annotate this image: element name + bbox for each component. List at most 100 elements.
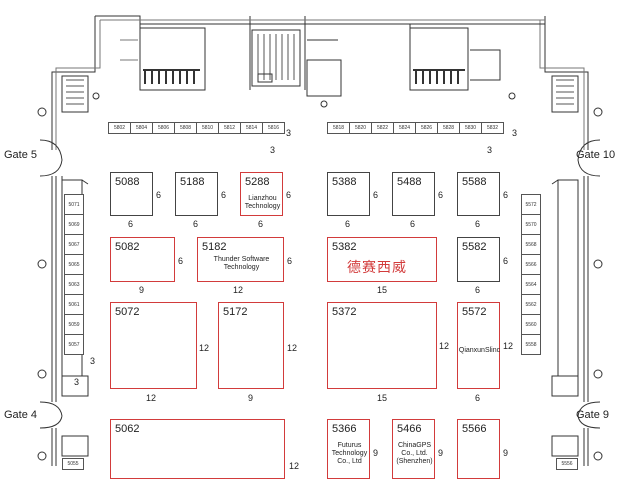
small-booth[interactable]: 5810 xyxy=(196,122,219,134)
booth-number: 5088 xyxy=(115,176,140,188)
small-booth[interactable]: 5059 xyxy=(64,314,84,335)
dim-label: 6 xyxy=(286,190,292,200)
dim-label: 6 xyxy=(193,219,199,229)
booth-5466[interactable]: 5466 ChinaGPS Co., Ltd. (Shenzhen) xyxy=(392,419,435,479)
small-booth[interactable]: 5067 xyxy=(64,234,84,255)
booth-number: 5072 xyxy=(115,306,140,318)
booth-5572[interactable]: 5572 QianxunSlinc xyxy=(457,302,500,389)
booth-number: 5566 xyxy=(462,423,487,435)
small-booth[interactable]: 5564 xyxy=(521,274,541,295)
small-booth[interactable]: 5556 xyxy=(556,458,578,470)
dim-label: 3 xyxy=(286,128,292,138)
small-booth[interactable]: 5832 xyxy=(481,122,504,134)
booth-5288[interactable]: 5288 Lianzhou Technology xyxy=(240,172,283,216)
booth-5088[interactable]: 5088 xyxy=(110,172,153,216)
booth-5388[interactable]: 5388 xyxy=(327,172,370,216)
dim-label: 12 xyxy=(146,393,157,403)
booth-5566[interactable]: 5566 xyxy=(457,419,500,479)
small-booth[interactable]: 5822 xyxy=(371,122,394,134)
booth-number: 5572 xyxy=(462,306,487,318)
small-booth[interactable]: 5570 xyxy=(521,214,541,235)
booth-number: 5288 xyxy=(245,176,270,188)
dim-label: 6 xyxy=(410,219,416,229)
booth-5366[interactable]: 5366 Futurus Technology Co., Ltd xyxy=(327,419,370,479)
small-booth[interactable]: 5816 xyxy=(262,122,285,134)
small-booth[interactable]: 5830 xyxy=(459,122,482,134)
dim-label: 9 xyxy=(139,285,145,295)
exhibitor-name: Lianzhou Technology xyxy=(244,195,281,211)
small-booth[interactable]: 5804 xyxy=(130,122,153,134)
dim-label: 6 xyxy=(475,285,481,295)
dim-label: 6 xyxy=(345,219,351,229)
booth-5172[interactable]: 5172 xyxy=(218,302,284,389)
small-booth[interactable]: 5071 xyxy=(64,194,84,215)
small-booth[interactable]: 5568 xyxy=(521,234,541,255)
small-booth[interactable]: 5562 xyxy=(521,294,541,315)
small-booth[interactable]: 5566 xyxy=(521,254,541,275)
small-booth[interactable]: 5572 xyxy=(521,194,541,215)
dim-label: 6 xyxy=(503,190,509,200)
booth-number: 5062 xyxy=(115,423,140,435)
booth-number: 5366 xyxy=(332,423,357,435)
small-booth[interactable]: 5826 xyxy=(415,122,438,134)
dim-label: 9 xyxy=(373,448,379,458)
small-booth[interactable]: 5065 xyxy=(64,254,84,275)
small-booth[interactable]: 5069 xyxy=(64,214,84,235)
dim-label: 3 xyxy=(487,145,493,155)
booth-5182[interactable]: 5182 Thunder Software Technology xyxy=(197,237,284,282)
booth-5588[interactable]: 5588 xyxy=(457,172,500,216)
dim-label: 3 xyxy=(512,128,518,138)
dim-label: 3 xyxy=(90,356,96,366)
booth-number: 5388 xyxy=(332,176,357,188)
small-booth[interactable]: 5558 xyxy=(521,334,541,355)
booth-5488[interactable]: 5488 xyxy=(392,172,435,216)
dim-label: 12 xyxy=(289,461,300,471)
small-booth[interactable]: 5814 xyxy=(240,122,263,134)
dim-label: 6 xyxy=(156,190,162,200)
booth-number: 5588 xyxy=(462,176,487,188)
gate-10-label: Gate 10 xyxy=(576,149,616,161)
dim-label: 12 xyxy=(503,341,514,351)
small-booth[interactable]: 5802 xyxy=(108,122,131,134)
booth-5082[interactable]: 5082 xyxy=(110,237,175,282)
small-booth[interactable]: 5806 xyxy=(152,122,175,134)
booth-number: 5082 xyxy=(115,241,140,253)
small-booth[interactable]: 5818 xyxy=(327,122,350,134)
dim-label: 6 xyxy=(475,219,481,229)
booth-number: 5182 xyxy=(202,241,227,253)
booth-number: 5488 xyxy=(397,176,422,188)
small-booth[interactable]: 5560 xyxy=(521,314,541,335)
dim-label: 6 xyxy=(373,190,379,200)
small-booth[interactable]: 5057 xyxy=(64,334,84,355)
booth-5072[interactable]: 5072 xyxy=(110,302,197,389)
gate-5-label: Gate 5 xyxy=(4,149,38,161)
small-booth[interactable]: 5055 xyxy=(62,458,84,470)
dim-label: 6 xyxy=(475,393,481,403)
exhibitor-name: Thunder Software Technology xyxy=(213,256,270,272)
booth-5062[interactable]: 5062 xyxy=(110,419,285,479)
small-booth[interactable]: 5820 xyxy=(349,122,372,134)
dim-label: 9 xyxy=(438,448,444,458)
booth-number: 5172 xyxy=(223,306,248,318)
dim-label: 6 xyxy=(287,256,293,266)
dim-label: 3 xyxy=(74,377,80,387)
booth-5372[interactable]: 5372 xyxy=(327,302,437,389)
small-booth[interactable]: 5828 xyxy=(437,122,460,134)
dim-label: 9 xyxy=(503,448,509,458)
dim-label: 12 xyxy=(287,343,298,353)
gate-4-label: Gate 4 xyxy=(4,409,38,421)
booth-5382[interactable]: 5382 德赛西威 xyxy=(327,237,437,282)
dim-label: 6 xyxy=(178,256,184,266)
small-booth[interactable]: 5812 xyxy=(218,122,241,134)
booth-5582[interactable]: 5582 xyxy=(457,237,500,282)
small-booth[interactable]: 5063 xyxy=(64,274,84,295)
booth-number: 5188 xyxy=(180,176,205,188)
dim-label: 3 xyxy=(270,145,276,155)
booth-5188[interactable]: 5188 xyxy=(175,172,218,216)
small-booth[interactable]: 5061 xyxy=(64,294,84,315)
small-booth[interactable]: 5808 xyxy=(174,122,197,134)
exhibitor-name: ChinaGPS Co., Ltd. (Shenzhen) xyxy=(396,442,433,466)
dim-label: 9 xyxy=(248,393,254,403)
small-booth[interactable]: 5824 xyxy=(393,122,416,134)
dim-label: 6 xyxy=(128,219,134,229)
